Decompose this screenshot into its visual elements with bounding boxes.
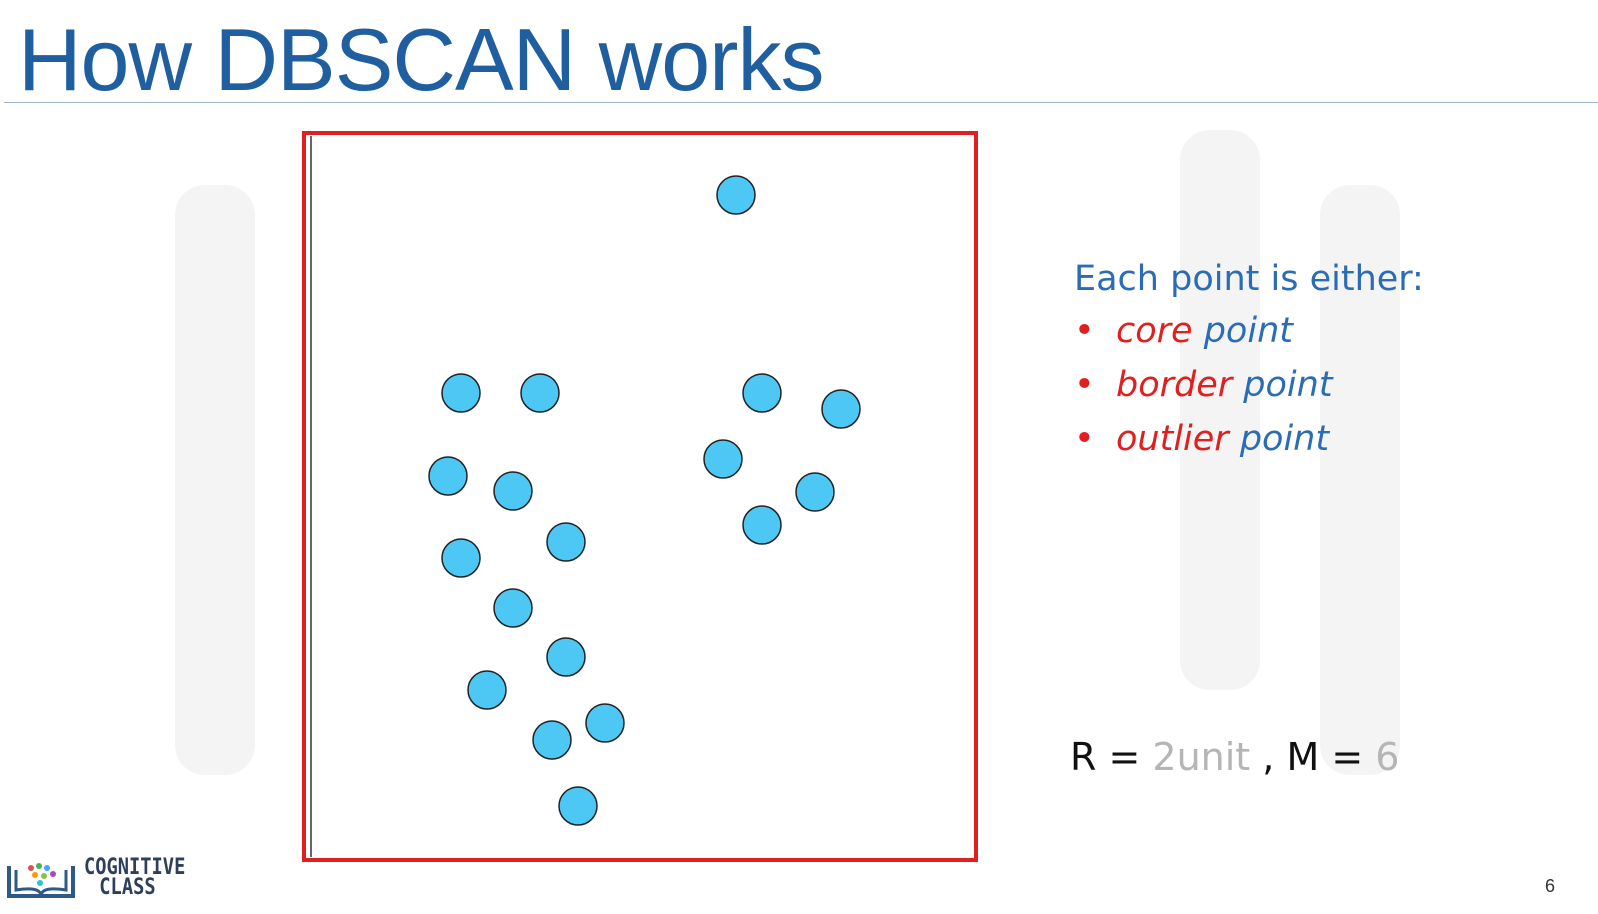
data-point: [742, 373, 782, 413]
item-suffix: point: [1232, 365, 1333, 405]
data-point: [467, 670, 507, 710]
data-point: [585, 703, 625, 743]
bullet-icon: •: [1074, 311, 1095, 351]
separator: ,: [1250, 735, 1287, 779]
data-point: [742, 505, 782, 545]
page-number: 6: [1545, 876, 1556, 896]
list-heading: Each point is either:: [1074, 259, 1424, 299]
r-label: R =: [1070, 735, 1153, 779]
m-label: M =: [1286, 735, 1376, 779]
data-point: [558, 786, 598, 826]
item-keyword: core: [1116, 311, 1193, 351]
data-point: [520, 373, 560, 413]
item-suffix: point: [1192, 311, 1293, 351]
data-point: [546, 637, 586, 677]
logo-text-line2: CLASS: [99, 875, 156, 900]
data-point: [716, 175, 756, 215]
r-value: 2unit: [1152, 735, 1251, 779]
data-point: [441, 538, 481, 578]
data-point: [703, 439, 743, 479]
data-point: [428, 456, 468, 496]
data-point: [493, 588, 533, 628]
watermark-shape: [175, 185, 255, 775]
data-point: [821, 389, 861, 429]
title-divider: [4, 102, 1598, 103]
data-point: [546, 522, 586, 562]
bullet-icon: •: [1074, 419, 1095, 459]
list-item-core: • core point: [1074, 304, 1424, 358]
slide-title: How DBSCAN works: [18, 10, 824, 109]
plot-frame: [302, 131, 978, 862]
point-types-list: Each point is either: • core point • borde…: [1074, 254, 1424, 466]
item-keyword: border: [1116, 365, 1233, 405]
m-value: 6: [1375, 735, 1400, 779]
watermark-shape: [1320, 185, 1400, 775]
data-point: [493, 471, 533, 511]
logo-text-line1: COGNITIVE: [84, 855, 186, 880]
data-point: [795, 472, 835, 512]
bullet-icon: •: [1074, 365, 1095, 405]
watermark-shape: [1180, 130, 1260, 690]
book-logo-icon: [7, 863, 75, 898]
list-item-border: • border point: [1074, 358, 1424, 412]
list-item-outlier: • outlier point: [1074, 412, 1424, 466]
data-point: [441, 373, 481, 413]
item-keyword: outlier: [1116, 419, 1229, 459]
parameters: R = 2unit , M = 6: [1070, 735, 1399, 779]
data-point: [532, 720, 572, 760]
item-suffix: point: [1228, 419, 1330, 459]
